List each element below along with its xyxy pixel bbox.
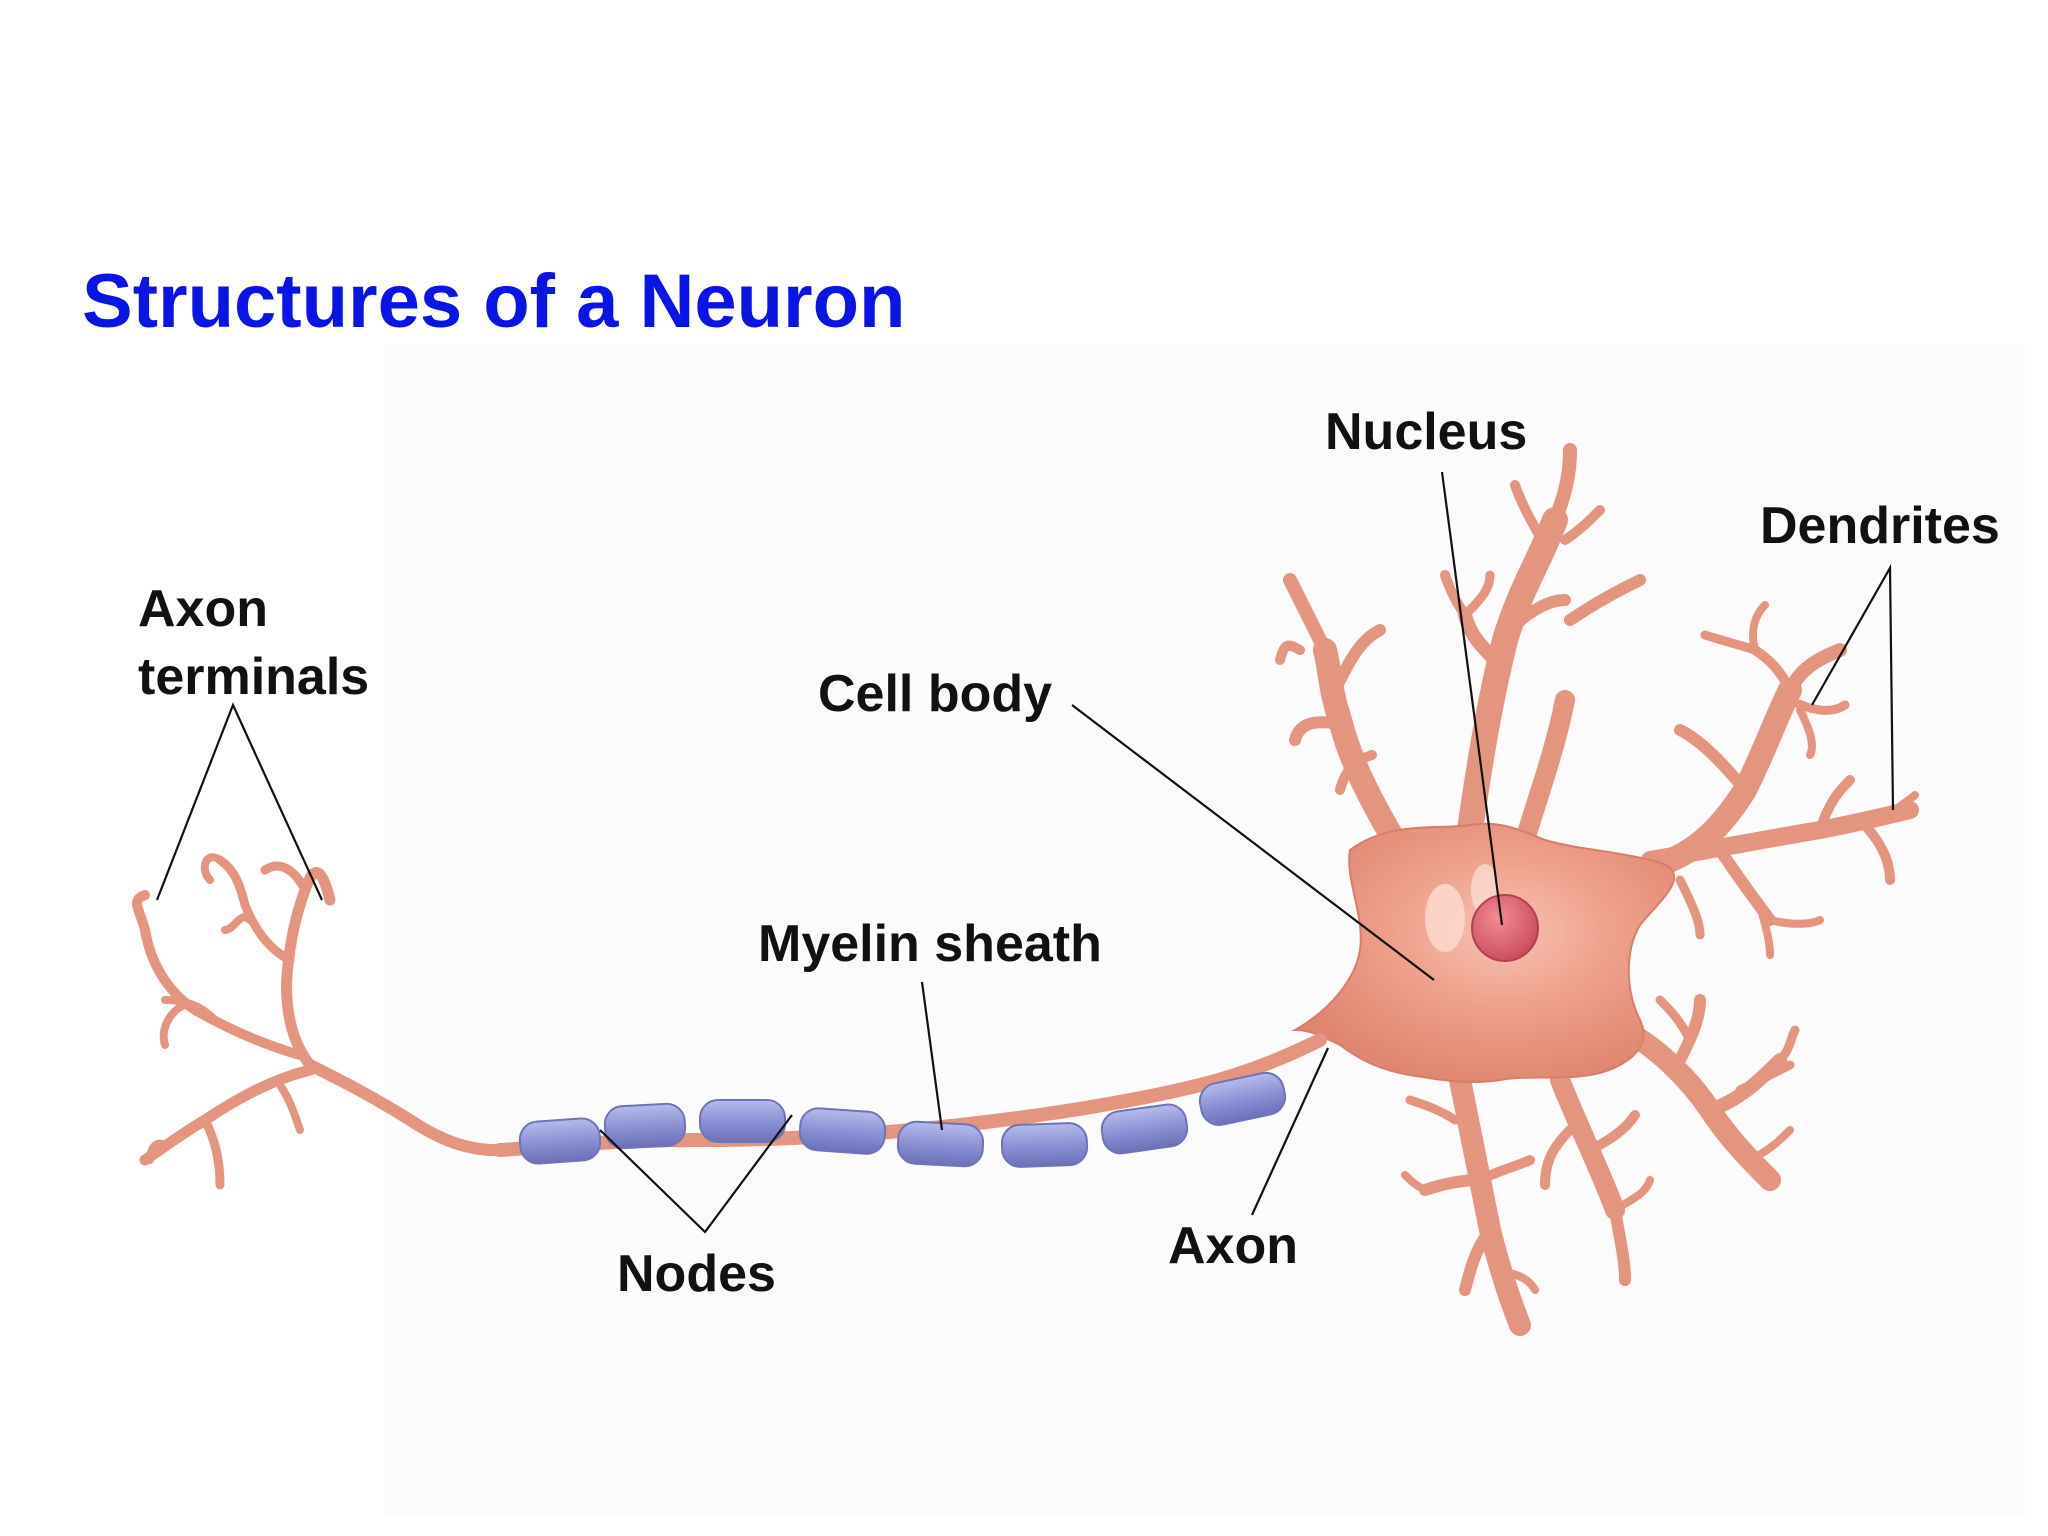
myelin-sheaths bbox=[518, 1071, 1287, 1168]
myelin-segment bbox=[1000, 1122, 1089, 1168]
myelin-segment bbox=[1100, 1103, 1189, 1155]
cell-body-highlight bbox=[1425, 884, 1465, 952]
label-myelin-sheath: Myelin sheath bbox=[758, 915, 1102, 973]
label-dendrites: Dendrites bbox=[1760, 497, 2000, 555]
myelin-segment bbox=[518, 1117, 602, 1165]
nucleus-pointer bbox=[1440, 471, 1504, 926]
diagram-background-panel bbox=[385, 345, 2025, 1515]
nucleus-shape bbox=[1471, 894, 1539, 962]
pointer-lines bbox=[155, 471, 1895, 1234]
cell-body-pointer bbox=[1071, 704, 1435, 981]
myelin-sheath-pointer bbox=[920, 981, 944, 1131]
dendrites bbox=[1275, 443, 1919, 1336]
myelin-segment bbox=[1198, 1071, 1287, 1126]
label-nodes: Nodes bbox=[617, 1245, 776, 1303]
label-axon-terminals-line2: terminals bbox=[138, 648, 370, 706]
myelin-segment bbox=[603, 1102, 687, 1150]
label-nucleus: Nucleus bbox=[1325, 403, 1528, 461]
label-axon: Axon bbox=[1168, 1217, 1298, 1275]
label-axon-terminals-line1: Axon bbox=[138, 580, 268, 638]
dendrites-pointer bbox=[1811, 563, 1895, 811]
axon-pointer bbox=[1250, 1047, 1330, 1216]
myelin-segment bbox=[896, 1120, 985, 1168]
myelin-segment bbox=[699, 1099, 786, 1143]
slide-title: Structures of a Neuron bbox=[82, 259, 906, 344]
label-cell-body: Cell body bbox=[818, 665, 1053, 723]
nodes-pointer bbox=[599, 1114, 793, 1234]
axon-terminals-pointer bbox=[155, 702, 324, 901]
axon-terminals bbox=[132, 853, 511, 1190]
myelin-segment bbox=[798, 1107, 887, 1155]
